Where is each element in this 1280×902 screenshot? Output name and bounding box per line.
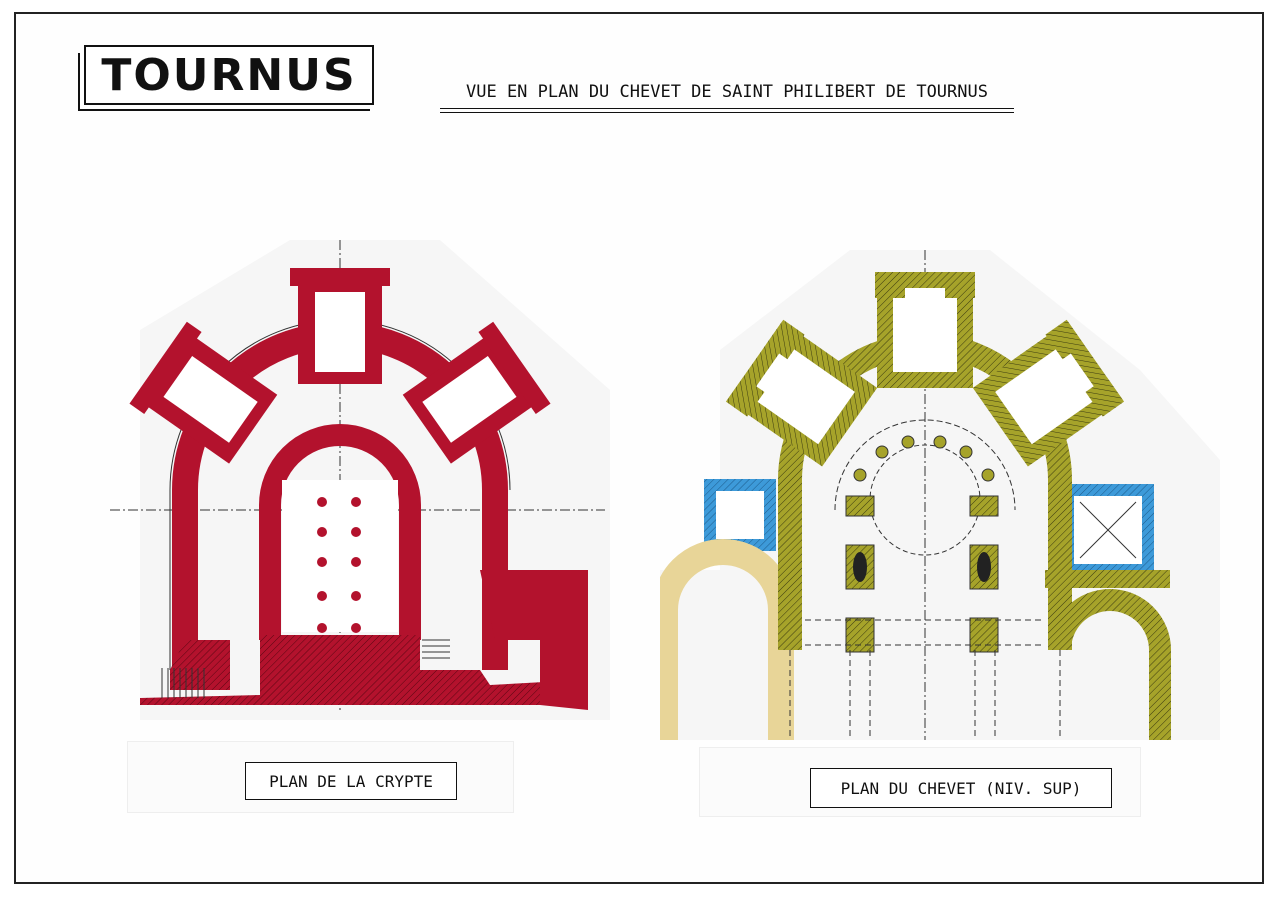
chevet-hemicycle-columns xyxy=(853,435,995,482)
crypt-left-steps xyxy=(161,668,205,698)
chevet-nave-piers xyxy=(845,495,999,653)
chevet-right-lintel xyxy=(1045,570,1170,588)
crypt-left-chapel xyxy=(129,321,278,464)
crypt-base-foundation xyxy=(140,670,580,705)
chevet-right-chapel xyxy=(972,319,1125,467)
chevet-plan-label: PLAN DU CHEVET (NIV. SUP) xyxy=(810,768,1112,808)
chevet-inner-arc xyxy=(834,419,1016,511)
crypt-right-annex xyxy=(480,570,588,710)
plan-subtitle: VUE EN PLAN DU CHEVET DE SAINT PHILIBERT… xyxy=(440,80,1014,113)
chevet-beige-arch xyxy=(660,539,794,740)
crypt-axial-chapel xyxy=(290,268,390,384)
page-title: TOURNUS xyxy=(101,49,357,101)
title-box: TOURNUS xyxy=(78,45,374,111)
crypt-inner-wall xyxy=(259,424,421,640)
crypt-inner-room xyxy=(282,480,398,632)
chevet-left-blue-annex xyxy=(704,479,776,551)
crypt-right-chapel xyxy=(402,321,551,464)
crypt-left-foundation xyxy=(170,640,230,690)
crypt-plan xyxy=(110,240,610,720)
chevet-axial-chapel xyxy=(875,272,975,388)
chevet-left-chapel xyxy=(725,319,878,467)
crypt-columns xyxy=(317,497,361,633)
chevet-nave-lines xyxy=(789,619,1061,740)
crypt-plan-label: PLAN DE LA CRYPTE xyxy=(245,762,457,800)
crypt-central-foundation xyxy=(260,635,420,670)
chevet-plan xyxy=(660,250,1220,740)
chevet-annex-cross-2 xyxy=(1079,501,1137,559)
crypt-right-steps xyxy=(422,639,450,659)
